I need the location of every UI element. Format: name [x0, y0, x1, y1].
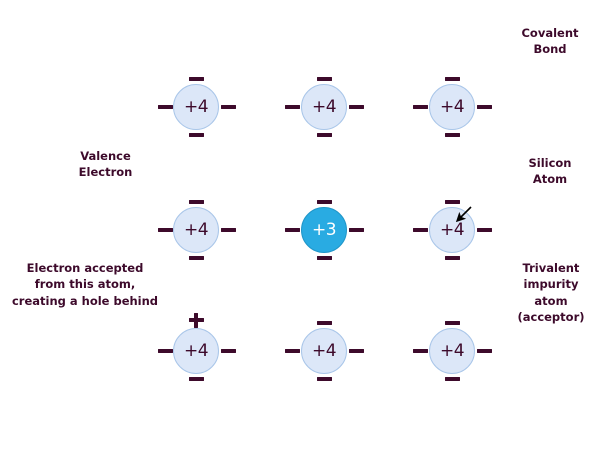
- valence-electron-dash: [157, 105, 173, 109]
- label-trivalent-impurity: Trivalent impurity atom (acceptor): [505, 260, 597, 325]
- silicon-atom: +4: [301, 84, 347, 130]
- valence-electron-dash: [444, 133, 460, 137]
- label-trivalent-impurity-line3: atom: [534, 293, 568, 308]
- label-trivalent-impurity-line1: Trivalent: [522, 261, 580, 275]
- valence-electron-dash: [284, 105, 300, 109]
- valence-electron-dash: [316, 256, 332, 260]
- valence-electron-dash: [412, 105, 428, 109]
- atom-charge-label: +4: [439, 340, 465, 361]
- valence-electron-dash: [188, 133, 204, 137]
- label-covalent-bond: Covalent Bond: [505, 25, 595, 58]
- valence-electron-dash: [220, 349, 236, 353]
- atom-charge-label: +4: [311, 340, 337, 361]
- valence-electron-dash: [348, 349, 364, 353]
- silicon-atom: +4: [429, 328, 475, 374]
- valence-electron-dash: [412, 228, 428, 232]
- label-silicon-atom: Silicon Atom: [505, 155, 595, 188]
- atom-charge-label: +4: [439, 219, 465, 240]
- silicon-atom: +4: [173, 328, 219, 374]
- label-covalent-bond-line2: Bond: [533, 42, 567, 57]
- label-electron-accepted-line2: from this atom,: [34, 277, 136, 292]
- valence-electron-dash: [188, 256, 204, 260]
- silicon-atom: +4: [173, 207, 219, 253]
- atom-charge-label: +3: [311, 219, 337, 240]
- valence-electron-dash: [220, 105, 236, 109]
- valence-electron-dash: [444, 321, 460, 325]
- valence-electron-dash: [188, 377, 204, 381]
- valence-electron-dash: [476, 349, 492, 353]
- valence-electron-dash: [348, 105, 364, 109]
- valence-electron-dash: [157, 228, 173, 232]
- valence-electron-dash: [194, 312, 198, 328]
- valence-electron-dash: [412, 349, 428, 353]
- valence-electron-dash: [316, 77, 332, 81]
- atom-charge-label: +4: [183, 219, 209, 240]
- silicon-atom: +4: [429, 207, 475, 253]
- label-silicon-atom-line2: Atom: [532, 172, 568, 187]
- valence-electron-dash: [188, 200, 204, 204]
- label-electron-accepted-line1: Electron accepted: [26, 261, 144, 275]
- valence-electron-dash: [444, 200, 460, 204]
- silicon-atom: +4: [429, 84, 475, 130]
- valence-electron-dash: [220, 228, 236, 232]
- atom-charge-label: +4: [439, 96, 465, 117]
- valence-electron-dash: [316, 200, 332, 204]
- label-trivalent-impurity-line4: (acceptor): [517, 309, 585, 324]
- atom-charge-label: +4: [183, 96, 209, 117]
- valence-electron-dash: [316, 377, 332, 381]
- silicon-atom: +4: [173, 84, 219, 130]
- label-valence-electron-line2: Electron: [78, 165, 133, 180]
- label-valence-electron-line1: Valence: [80, 149, 131, 163]
- valence-electron-dash: [284, 228, 300, 232]
- atom-charge-label: +4: [311, 96, 337, 117]
- valence-electron-dash: [444, 377, 460, 381]
- valence-electron-dash: [348, 228, 364, 232]
- label-silicon-atom-line1: Silicon: [528, 156, 572, 170]
- valence-electron-dash: [444, 77, 460, 81]
- valence-electron-dash: [284, 349, 300, 353]
- valence-electron-dash: [444, 256, 460, 260]
- dopant-atom: +3: [301, 207, 347, 253]
- label-covalent-bond-line1: Covalent: [521, 26, 579, 40]
- label-electron-accepted: Electron accepted from this atom, creati…: [5, 260, 165, 309]
- valence-electron-dash: [316, 133, 332, 137]
- atom-charge-label: +4: [183, 340, 209, 361]
- silicon-atom: +4: [301, 328, 347, 374]
- valence-electron-dash: [157, 349, 173, 353]
- label-trivalent-impurity-line2: impurity: [523, 277, 579, 292]
- label-valence-electron: Valence Electron: [58, 148, 153, 181]
- valence-electron-dash: [476, 228, 492, 232]
- valence-electron-dash: [316, 321, 332, 325]
- label-electron-accepted-line3: creating a hole behind: [11, 293, 159, 308]
- valence-electron-dash: [188, 77, 204, 81]
- valence-electron-dash: [476, 105, 492, 109]
